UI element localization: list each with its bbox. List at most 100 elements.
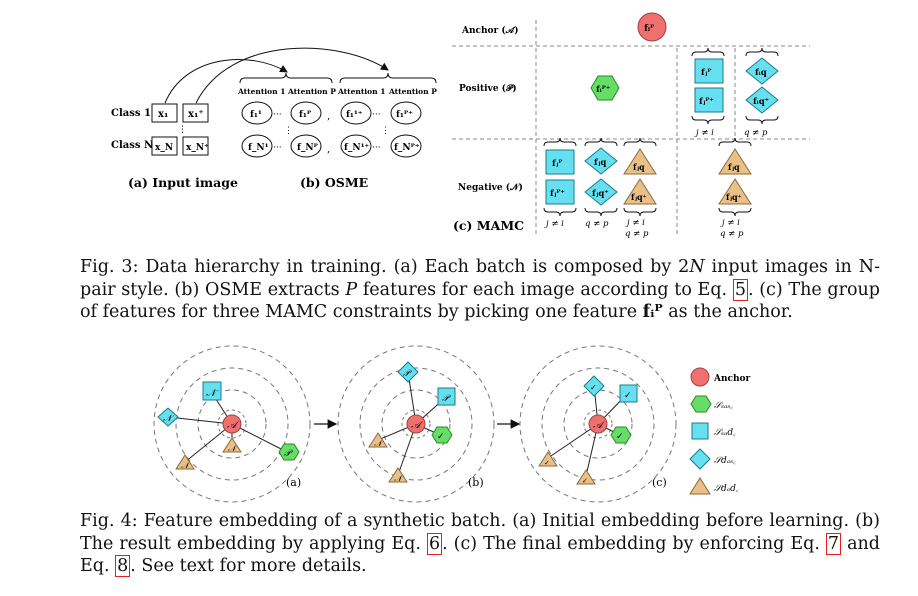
anchor-node xyxy=(588,414,608,434)
arrow-to-attention-plus xyxy=(195,47,389,104)
pos-dia-feature: fᵢq xyxy=(755,68,767,78)
check-mark: ✓ xyxy=(624,391,632,401)
neg-sym: 𝒩 xyxy=(394,474,404,483)
panel-label-c: (c) xyxy=(652,476,667,489)
vdots-input: ⋮ xyxy=(178,125,187,135)
osme-dots: ··· xyxy=(273,110,282,120)
fig4-caption-mid2: and Eq. xyxy=(80,533,880,577)
attention-P-a: Attention P xyxy=(287,87,336,96)
fig3-input-panel: Class 1 Class N x₁ x₁⁺ ⋮ x_N x_N⁺ (a) In… xyxy=(111,47,389,190)
input-x1: x₁ xyxy=(158,109,168,120)
positive-diamond xyxy=(745,86,779,114)
check-mark: ✓ xyxy=(582,477,588,485)
check-mark: ✓ xyxy=(437,432,445,442)
dasc-diamond xyxy=(583,375,605,397)
brace-pos-sq xyxy=(691,47,725,57)
positive-square xyxy=(694,58,724,84)
attention-P-b: Attention P xyxy=(388,87,437,96)
negative-square xyxy=(545,179,575,205)
cond-q-ne-p-pos: q ≠ p xyxy=(744,128,768,138)
brace-neg-sq-bottom xyxy=(543,207,577,217)
fig3b-caption: (b) OSME xyxy=(300,175,368,190)
fig4-panel-c: ✓ ✓ ✓ ✓ ✓ 𝒜 (c) xyxy=(519,345,677,503)
osme-node xyxy=(241,134,273,158)
brace-neg-tri-bottom xyxy=(623,207,657,217)
input-box-x1-plus xyxy=(182,103,209,123)
cond-j-ne-i-tri: j ≠ i xyxy=(625,218,645,228)
negative-label: Negative (𝒩) xyxy=(458,182,523,193)
eq-ref-8[interactable]: 8 xyxy=(115,555,131,577)
brace-neg-dia-bottom xyxy=(584,207,618,217)
sasc-hexagon xyxy=(431,426,453,444)
class1-label: Class 1 xyxy=(111,108,151,119)
neg-sym: 𝒩 xyxy=(228,444,238,453)
negative-triangle xyxy=(623,178,657,205)
fig4-embedding: 𝒩 𝒩 𝒫 𝒩 𝒩 𝒜 (a) 𝒫 xyxy=(153,345,751,503)
cond-q-ne-p-neg: q ≠ p xyxy=(585,219,609,229)
pos-sq-feature: fⱼᴾ⁺ xyxy=(699,97,714,107)
legend-anchor-label: Anchor xyxy=(713,374,751,384)
brace-pos-dia-bottom xyxy=(745,115,779,125)
dadc-triangle xyxy=(368,432,388,448)
osme-node xyxy=(290,101,322,125)
fig3-caption: Fig. 3: Data hierarchy in training. (a) … xyxy=(80,256,880,324)
brace-neg-tri2 xyxy=(718,137,752,147)
fig4-caption-prefix: Fig. 4: Feature embedding of a synthetic… xyxy=(80,511,880,554)
osme-feature: f_N¹ xyxy=(248,143,269,153)
sasc-hexagon xyxy=(610,426,632,444)
anchor-node xyxy=(637,12,667,42)
positive-square xyxy=(694,87,724,113)
input-box-x1 xyxy=(151,103,178,123)
osme-node xyxy=(241,101,273,125)
cond-q-ne-p-tri2: q ≠ p xyxy=(720,229,744,239)
negative-triangle xyxy=(623,148,657,175)
input-box-xN-plus xyxy=(182,136,209,156)
eq-ref-6[interactable]: 6 xyxy=(426,532,443,555)
anchor-sym: 𝒜 xyxy=(411,420,424,431)
neg-sym: 𝒩 xyxy=(206,388,219,399)
fig3-osme-panel: Attention 1 Attention P Attention 1 Atte… xyxy=(237,72,437,190)
fig4-panel-a: 𝒩 𝒩 𝒫 𝒩 𝒩 𝒜 (a) xyxy=(153,345,311,503)
neg-tri2-feature: fⱼq⁺ xyxy=(726,192,742,202)
eq-ref-5[interactable]: 5 xyxy=(732,278,748,301)
sadc-square xyxy=(437,387,456,406)
fig3-caption-feature: fᵢᴾ xyxy=(642,302,663,322)
fig3-caption-P: P xyxy=(345,279,358,300)
cond-j-ne-i-tri2: j ≠ i xyxy=(720,218,740,228)
negative-triangle xyxy=(718,178,752,205)
pos-sym: 𝒫 xyxy=(403,369,412,379)
neg-dia-feature: fⱼq xyxy=(594,158,606,168)
legend-dasc-label: 𝒮dₐₛ꜀ xyxy=(714,456,736,466)
legend-dasc-icon xyxy=(689,448,711,470)
osme-comma: , xyxy=(327,144,330,155)
fig3c-caption: (c) MAMC xyxy=(453,218,524,233)
dadc-triangle xyxy=(388,467,408,483)
attention-1-a: Attention 1 xyxy=(237,87,285,96)
vdots-osme-1: ⋮ xyxy=(284,126,293,136)
fig3-caption-prefix: Fig. 3: Data hierarchy in training. (a) … xyxy=(80,257,690,277)
dasc-diamond xyxy=(157,407,179,427)
check-mark: ✓ xyxy=(590,383,597,392)
neg-sq-feature: fⱼᴾ⁺ xyxy=(550,189,565,199)
arrow-to-attention-1 xyxy=(164,59,288,104)
eq-ref-7[interactable]: 7 xyxy=(825,532,842,555)
anchor-sym: 𝒜 xyxy=(227,420,240,431)
osme-feature: f_Nᴾ⁺ xyxy=(394,143,420,153)
neg-sym: 𝒩 xyxy=(374,439,384,448)
osme-dots: ··· xyxy=(273,143,282,153)
neg-sq-feature: fⱼᴾ xyxy=(552,159,562,169)
osme-node xyxy=(390,134,422,158)
fig3-mamc-panel: Anchor (𝒜) Positive (𝒫) Negative (𝒩) (c)… xyxy=(452,12,810,239)
osme-feature: f₁¹ xyxy=(250,110,262,120)
pos-dia-feature: fᵢq⁺ xyxy=(753,97,769,107)
fig3a-caption: (a) Input image xyxy=(128,175,238,190)
fig3-caption-N: N xyxy=(689,257,705,277)
osme-feature: f₁ᴾ⁺ xyxy=(396,110,413,120)
osme-feature: f_N¹⁺ xyxy=(344,143,370,153)
neg-sym: 𝒩 xyxy=(163,414,175,424)
fig4-caption-mid: . (c) The final embedding by enforcing E… xyxy=(442,533,826,554)
osme-comma: , xyxy=(327,111,330,122)
check-mark: ✓ xyxy=(616,432,624,442)
negative-diamond xyxy=(584,147,618,175)
brace-neg-dia xyxy=(584,137,618,147)
